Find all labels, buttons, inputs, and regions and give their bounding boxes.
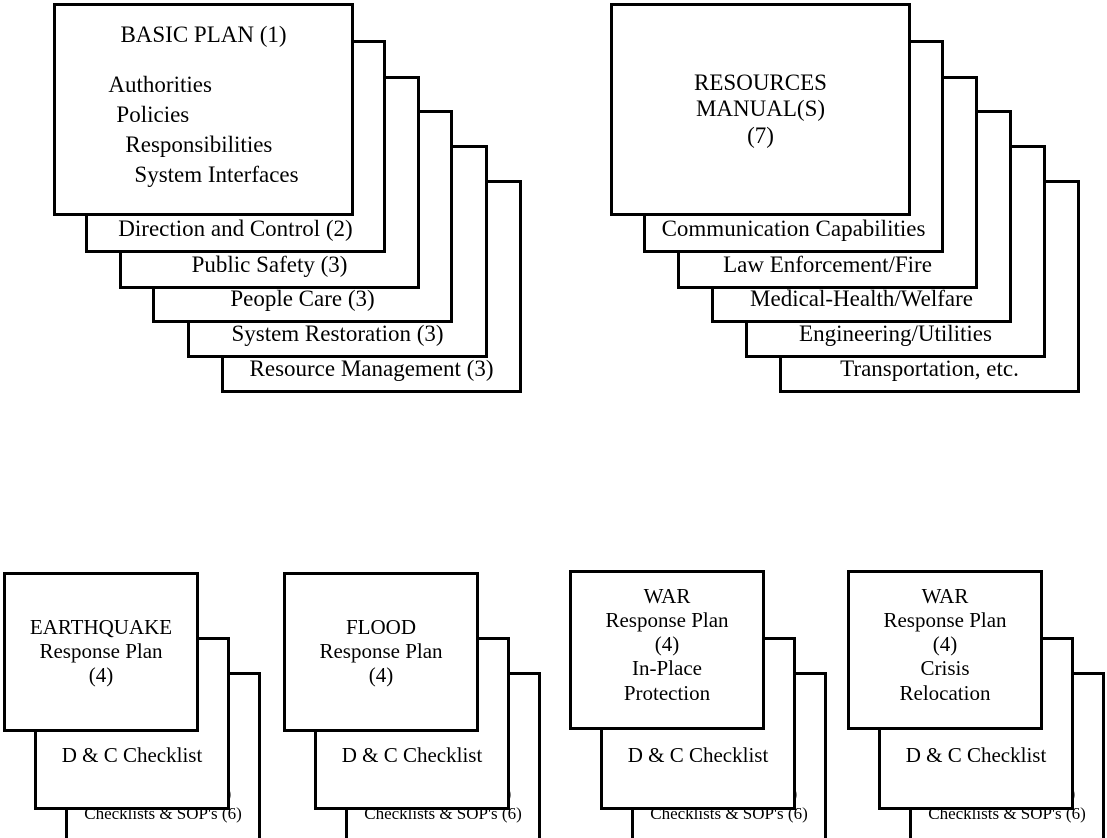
- resources-manual-head-content: RESOURCES MANUAL(S) (7): [613, 70, 908, 149]
- war-in-place-title-line: Protection: [623, 680, 711, 705]
- resources-manual-head-card[interactable]: RESOURCES MANUAL(S) (7): [610, 3, 911, 216]
- basic-plan-bullet: System Interfaces: [134, 162, 299, 188]
- flood-head-content: FLOOD Response Plan (4): [286, 615, 476, 687]
- war-in-place-title-line: WAR: [643, 584, 691, 608]
- basic-plan-bullet-list: Authorities Policies Responsibilities Sy…: [108, 70, 298, 190]
- basic-plan-head-content: BASIC PLAN (1) Authorities Policies Resp…: [56, 22, 351, 190]
- resources-manual-layer-label: Medical-Health/Welfare: [750, 286, 973, 312]
- resources-manual-layer-label: Law Enforcement/Fire: [723, 252, 932, 278]
- war-crisis-title-line: Response Plan: [883, 608, 1007, 633]
- resources-manual-layer-label: Transportation, etc.: [840, 356, 1019, 382]
- basic-plan-layer-label: Resource Management (3): [249, 356, 494, 382]
- war-crisis-title-line: (4): [932, 632, 958, 657]
- flood-title-line: FLOOD: [345, 615, 416, 639]
- earthquake-layer-label: D & C Checklist: [61, 743, 203, 768]
- earthquake-head-content: EARTHQUAKE Response Plan (4): [6, 615, 196, 687]
- resources-manual-layer-label: Engineering/Utilities: [799, 321, 992, 347]
- flood-title-line: (4): [368, 663, 394, 688]
- war-crisis-head-card[interactable]: WAR Response Plan (4) Crisis Relocation: [847, 570, 1043, 730]
- basic-plan-layer-label: People Care (3): [230, 286, 375, 312]
- war-in-place-head-content: WAR Response Plan (4) In-Place Protectio…: [572, 584, 762, 705]
- basic-plan-bullet: Policies: [116, 102, 190, 128]
- war-in-place-layer-label: D & C Checklist: [627, 743, 769, 768]
- war-in-place-title-line: Response Plan: [605, 608, 729, 633]
- war-crisis-title-line: Crisis: [920, 656, 970, 681]
- earthquake-head-card[interactable]: EARTHQUAKE Response Plan (4): [3, 572, 199, 732]
- war-in-place-head-card[interactable]: WAR Response Plan (4) In-Place Protectio…: [569, 570, 765, 730]
- war-crisis-title-line: Relocation: [899, 680, 991, 705]
- war-in-place-title-line: In-Place: [632, 656, 702, 681]
- flood-title-line: Response Plan: [319, 639, 443, 664]
- basic-plan-head-card[interactable]: BASIC PLAN (1) Authorities Policies Resp…: [53, 3, 354, 216]
- war-in-place-title-line: (4): [654, 632, 680, 657]
- earthquake-title-line: EARTHQUAKE: [29, 615, 173, 639]
- earthquake-title-line: Response Plan: [39, 639, 163, 664]
- flood-layer-label: D & C Checklist: [341, 743, 483, 768]
- basic-plan-layer-label: System Restoration (3): [231, 321, 444, 347]
- basic-plan-bullet: Responsibilities: [125, 132, 273, 158]
- resources-manual-title-line: MANUAL(S): [695, 96, 826, 122]
- flood-head-card[interactable]: FLOOD Response Plan (4): [283, 572, 479, 732]
- resources-manual-title-line: (7): [747, 122, 774, 148]
- war-crisis-head-content: WAR Response Plan (4) Crisis Relocation: [850, 584, 1040, 705]
- basic-plan-bullet: Authorities: [108, 72, 212, 98]
- war-crisis-layer-label: D & C Checklist: [905, 743, 1047, 768]
- basic-plan-layer-label: Direction and Control (2): [118, 216, 353, 242]
- resources-manual-title-line: RESOURCES: [694, 70, 827, 95]
- resources-manual-layer-label: Communication Capabilities: [661, 216, 926, 242]
- war-crisis-title-line: WAR: [921, 584, 969, 608]
- basic-plan-title: BASIC PLAN (1): [120, 22, 287, 47]
- basic-plan-layer-label: Public Safety (3): [191, 252, 348, 278]
- earthquake-title-line: (4): [88, 663, 114, 688]
